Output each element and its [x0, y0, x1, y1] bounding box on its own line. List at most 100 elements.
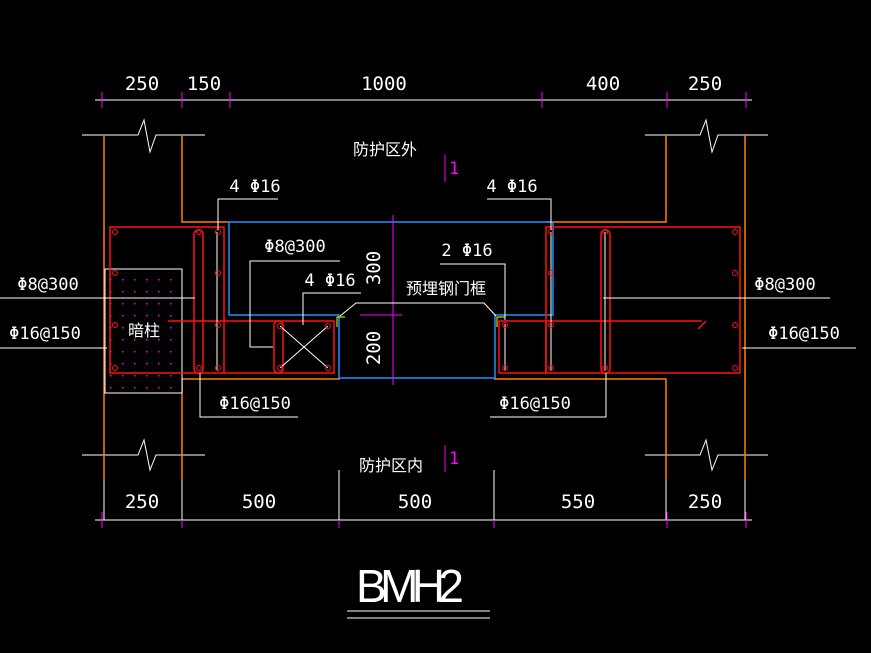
- hatch-dot: [134, 291, 136, 293]
- hatch-dot: [170, 291, 172, 293]
- label-rebar-top-right: 4 Φ16: [486, 177, 537, 197]
- hatch-dot: [158, 279, 160, 281]
- vertical-dim-200: 200: [363, 331, 385, 365]
- rebar-dot: [196, 229, 202, 235]
- hatch-dot: [146, 339, 148, 341]
- hatch-dot: [122, 339, 124, 341]
- door-frame-corners: [336, 316, 505, 327]
- rebar-dot: [732, 365, 738, 371]
- hatch-dot: [170, 363, 172, 365]
- hatch-dot: [158, 327, 160, 329]
- label-stirrup-mid: Φ8@300: [264, 237, 325, 257]
- hatch-dot: [134, 279, 136, 281]
- hatch-dot: [170, 375, 172, 377]
- label-rebar-top-left: 4 Φ16: [229, 177, 280, 197]
- rebar-dot: [215, 365, 221, 371]
- hatch-dot: [158, 339, 160, 341]
- rebar-dot: [112, 229, 118, 235]
- rebar-dot: [277, 365, 283, 371]
- label-left-dist: Φ16@150: [9, 324, 81, 344]
- wall-outline: [103, 135, 746, 480]
- top-dimension-line: [95, 92, 752, 108]
- hatch-dot: [170, 303, 172, 305]
- rebar-dot: [548, 322, 554, 328]
- section-mark-bottom: 1: [449, 449, 459, 469]
- label-right-stirrup: Φ8@300: [754, 275, 815, 295]
- hatch-dot: [170, 351, 172, 353]
- hatch-dot: [134, 351, 136, 353]
- hatch-dot: [146, 279, 148, 281]
- zone-outside: 防护区外: [353, 140, 417, 159]
- rebar-dot: [215, 322, 221, 328]
- rebar-dot: [277, 323, 283, 329]
- rebar-cages: [109, 226, 741, 374]
- label-bottom-right-dist: Φ16@150: [499, 394, 571, 414]
- hatch-dot: [146, 375, 148, 377]
- hatch-dot: [170, 279, 172, 281]
- hatch-dot: [158, 375, 160, 377]
- label-bottom-left-dist: Φ16@150: [219, 394, 291, 414]
- label-hidden-column: 暗柱: [128, 321, 160, 340]
- hatch-dot: [158, 387, 160, 389]
- rebar-dot: [112, 322, 118, 328]
- hatch-dot: [134, 387, 136, 389]
- label-right-dist: Φ16@150: [768, 324, 840, 344]
- hatch-dot: [158, 363, 160, 365]
- rebar-dot: [112, 270, 118, 276]
- label-left-stirrup: Φ8@300: [17, 275, 78, 295]
- section-mark-top: 1: [449, 159, 459, 179]
- top-dim-3: 1000: [361, 73, 407, 95]
- hatch-dot: [122, 327, 124, 329]
- label-door-frame: 预埋钢门框: [406, 279, 486, 298]
- hatch-dot: [122, 303, 124, 305]
- hatch-dot: [146, 387, 148, 389]
- hatch-dot: [134, 363, 136, 365]
- break-lines: [82, 118, 768, 472]
- rebar-dot: [502, 365, 508, 371]
- hatch-dot: [158, 303, 160, 305]
- hatch-dot: [146, 303, 148, 305]
- top-dim-1: 250: [125, 73, 159, 95]
- hatch-dot: [146, 351, 148, 353]
- top-dim-2: 150: [187, 73, 221, 95]
- hatch-dot: [146, 291, 148, 293]
- leader-lines: [0, 198, 856, 418]
- label-rebar-door: 2 Φ16: [441, 241, 492, 261]
- rebar-dot: [732, 322, 738, 328]
- rebar-dot: [548, 270, 554, 276]
- bottom-dim-2: 500: [242, 491, 276, 513]
- rebar-dot: [325, 365, 331, 371]
- hatch-dot: [158, 315, 160, 317]
- hatch-dot: [146, 363, 148, 365]
- bottom-dim-3: 500: [398, 491, 432, 513]
- hatch-dot: [134, 315, 136, 317]
- bottom-dim-5: 250: [688, 491, 722, 513]
- rebar-dot: [548, 365, 554, 371]
- hatch-dot: [110, 375, 112, 377]
- hatch-dot: [170, 339, 172, 341]
- top-dim-5: 250: [688, 73, 722, 95]
- hatch-dot: [134, 327, 136, 329]
- rebar-dot: [196, 365, 202, 371]
- label-rebar-mid: 4 Φ16: [304, 271, 355, 291]
- rebar-dot: [112, 365, 118, 371]
- hatch-dot: [122, 363, 124, 365]
- hatch-dot: [134, 339, 136, 341]
- hatch-dot: [122, 279, 124, 281]
- hatch-dot: [110, 387, 112, 389]
- top-dim-4: 400: [586, 73, 620, 95]
- hatch-dot: [146, 327, 148, 329]
- hatch-dot: [170, 315, 172, 317]
- hatch-dot: [158, 291, 160, 293]
- rebar-dot: [602, 365, 608, 371]
- hatch-dot: [170, 327, 172, 329]
- hatch-dot: [146, 315, 148, 317]
- rebar-dot: [215, 229, 221, 235]
- rebar-dot: [602, 229, 608, 235]
- zone-inside: 防护区内: [359, 456, 423, 475]
- vertical-dimension: [360, 215, 402, 385]
- hatch-dot: [122, 291, 124, 293]
- drawing-title: BMH2: [356, 560, 464, 612]
